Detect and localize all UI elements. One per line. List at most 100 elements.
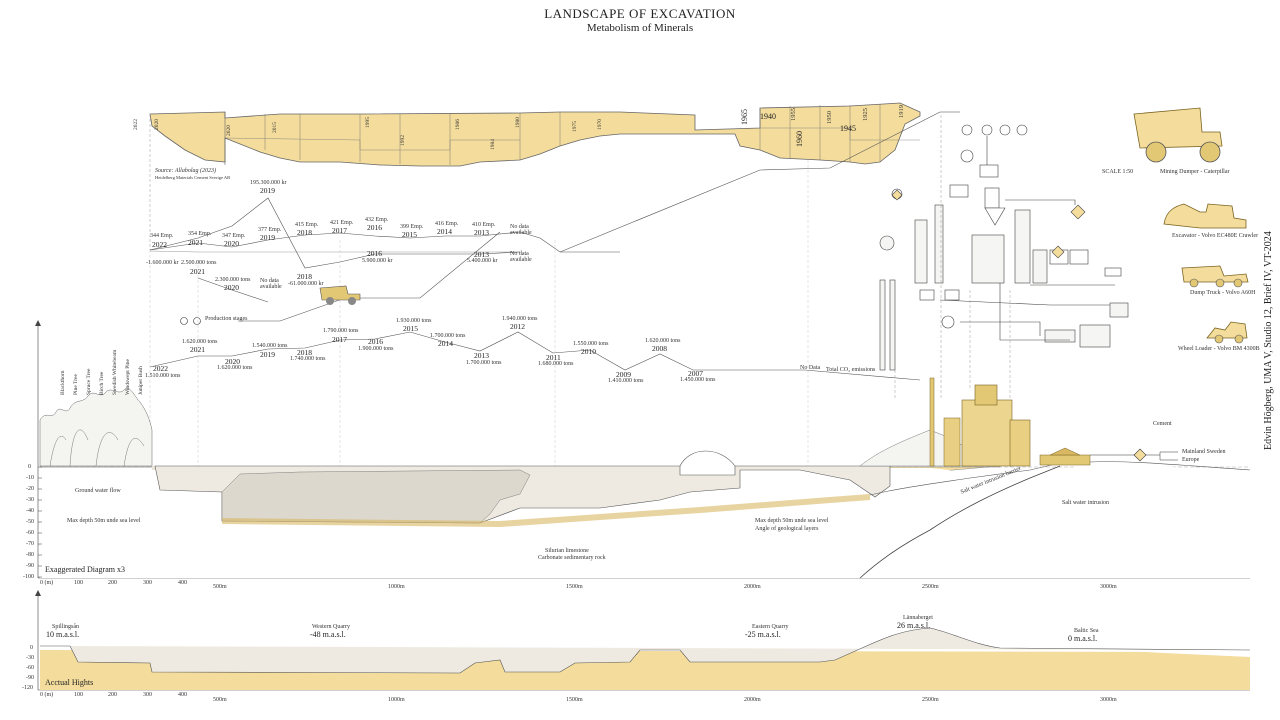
depth-tick-30: -30: [26, 497, 34, 503]
em-2013-val: 1.700.000 tons: [466, 360, 502, 366]
profit-2013: 5.400.000 kr: [467, 258, 498, 264]
tree-pine: Pine Tree: [73, 374, 79, 395]
author-credit: Edvin Högberg, UMA V, Studio 12, Brief I…: [1263, 231, 1274, 450]
timeline-year-2015: 2015: [272, 122, 278, 133]
dist-tick-1500: 1500m: [566, 584, 583, 590]
lower-dist-400: 400: [178, 692, 187, 698]
tree-blackthorn: Blackthorn: [60, 370, 66, 395]
loc-eastern-elev: -25 m.a.s.l.: [745, 630, 781, 639]
limestone-label: Silurian limestone: [545, 548, 589, 554]
carbonate-label: Carbonate sedimentary rock: [538, 555, 606, 561]
exaggerated-label: Exaggerated Diagram x3: [45, 565, 125, 574]
em-2016-val: 1.900.000 tons: [358, 346, 394, 352]
depth-tick-60: -60: [26, 530, 34, 536]
em-2020-val: 1.620.000 tons: [217, 365, 253, 371]
wheel-loader-label: Wheel Loader - Volvo BM 4300B: [1178, 346, 1260, 352]
production-flow-schematic: [879, 111, 1129, 371]
dist-tick-400: 400: [178, 580, 187, 586]
max-depth-left: Max depth 50m unde sea level: [67, 518, 141, 524]
em-no-data: No Data: [800, 365, 821, 371]
no-data-2020: No data available: [260, 278, 282, 290]
dump-truck-icon: [1180, 262, 1250, 288]
em-2020-yr: 2020: [225, 357, 240, 366]
emp-2019: 377 Emp.: [258, 227, 282, 233]
loc-spillingsan-name: Spillingsån: [52, 624, 80, 630]
profit-2022: -1.600.000 kr: [146, 260, 179, 266]
timeline-year-1955: 1955: [790, 108, 797, 121]
emp-year-2022: 2022: [152, 240, 167, 249]
timeline-year-1986: 1986: [455, 119, 461, 130]
em-2022-yr: 2022: [153, 364, 168, 373]
lower-dist-0: 0 (m): [40, 692, 54, 698]
timeline-year-1970: 1970: [597, 119, 603, 130]
emp-2022: 344 Emp.: [150, 233, 174, 239]
emissions-chart: [149, 160, 921, 475]
emp-year-2015: 2015: [402, 230, 417, 239]
lower-dist-2500: 2500m: [922, 697, 939, 703]
no-data-top: No data available: [510, 224, 532, 236]
tons-2020: 2.300.000 tons: [215, 277, 251, 283]
page-subtitle: Metabolism of Minerals: [586, 22, 694, 34]
timeline-year-1992: 1992: [400, 135, 406, 146]
plant-connectors: [894, 115, 1011, 400]
em-2022-val: 1.510.000 tons: [145, 373, 181, 379]
dist-tick-2000: 2000m: [744, 584, 761, 590]
profit-2018: -61.000.000 kr: [288, 281, 324, 287]
dist-tick-200: 200: [108, 580, 117, 586]
profit-year-2018: 2018: [297, 272, 312, 281]
lower-dist-200: 200: [108, 692, 117, 698]
salt-intrusion-label: Salt water intrusion: [1062, 500, 1109, 506]
emp-2013: 410 Emp.: [472, 222, 496, 228]
em-2016-yr: 2016: [368, 337, 383, 346]
em-2014-val: 1.700.000 tons: [430, 333, 466, 339]
source-line-2: Heidelberg Materials Cement Sverige AB: [155, 175, 231, 180]
excavator-label: Excavator - Volvo EC480E Crawler: [1172, 233, 1259, 239]
lower-depth-30: -30: [26, 655, 34, 661]
lower-depth-0: 0: [30, 645, 33, 651]
mining-dumper-icon: [1130, 102, 1230, 164]
timeline-year-1945: 1945: [840, 124, 856, 133]
lower-depth-90: -90: [26, 675, 34, 681]
em-2021-val: 1.620.000 tons: [182, 339, 218, 345]
em-2008-val: 1.620.000 tons: [645, 338, 681, 344]
depth-tick-40: -40: [26, 508, 34, 514]
em-2017-yr: 2017: [332, 335, 347, 344]
timeline-year-1975: 1975: [572, 121, 578, 132]
dest-mainland: Mainland Sweden: [1182, 449, 1226, 455]
dest-europe: Europe: [1182, 457, 1200, 463]
em-2015-yr: 2015: [403, 324, 418, 333]
em-2012-yr: 2012: [510, 322, 525, 331]
em-2021-yr: 2021: [190, 345, 205, 354]
em-2013-yr: 2013: [474, 351, 489, 360]
mining-dumper-label: Mining Dumper - Caterpillar: [1160, 169, 1230, 175]
timeline-year-2020b: 2020: [226, 125, 232, 136]
em-2009-yr: 2009: [616, 370, 631, 379]
loc-baltic-name: Baltic Sea: [1074, 628, 1099, 634]
tree-birch: Birch Tree: [99, 371, 105, 395]
no-data-mid: No data available: [510, 251, 532, 263]
em-2007-val: 1.450.000 tons: [680, 377, 716, 383]
lower-dist-1500: 1500m: [566, 697, 583, 703]
dist-tick-500: 500m: [213, 584, 227, 590]
emp-2015: 399 Emp.: [400, 224, 424, 230]
dump-truck-label: Dump Truck - Volvo A60H: [1190, 290, 1256, 296]
emp-year-2020: 2020: [224, 239, 239, 248]
profit-year-2016: 2016: [367, 249, 382, 258]
profit-2016: 5.900.000 kr: [362, 258, 393, 264]
lower-dist-1000: 1000m: [388, 697, 405, 703]
page-title: LANDSCAPE OF EXCAVATION: [544, 6, 736, 21]
timeline-year-1925: 1925: [862, 108, 869, 121]
tree-windswept-pine: Windswept Pine: [125, 359, 131, 395]
em-2012-val: 1.940.000 tons: [502, 316, 538, 322]
lower-dist-100: 100: [74, 692, 83, 698]
angle-label: Angle of geological layers: [755, 526, 819, 532]
tree-spruce: Spruce Tree: [86, 368, 92, 395]
timeline-year-1940: 1940: [760, 112, 776, 121]
production-stages-label: Production stages: [205, 316, 248, 322]
emp-2018: 415 Emp.: [295, 222, 319, 228]
historic-excavation-strip: [149, 102, 921, 250]
em-2018-val: 1.740.000 tons: [290, 356, 326, 362]
tree-juniper: Juniper Bush: [138, 366, 144, 395]
profit-year-2019: 2019: [260, 186, 275, 195]
em-2019-yr: 2019: [260, 350, 275, 359]
